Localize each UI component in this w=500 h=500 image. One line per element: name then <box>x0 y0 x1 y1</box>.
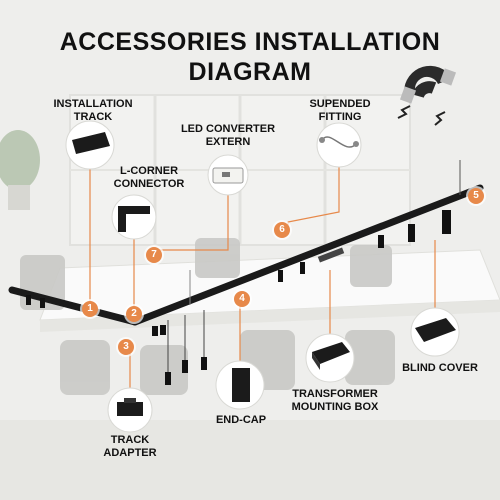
transformer-box-thumbnail <box>305 333 355 383</box>
track-system <box>8 160 484 385</box>
marker-1: 1 <box>82 301 98 317</box>
label-led-converter: LED CONVERTER EXTERN <box>180 123 276 148</box>
office-chairs <box>20 238 395 395</box>
track-thumbnail <box>65 120 115 170</box>
label-suspended-fitting: SUPENDED FITTING <box>309 98 371 123</box>
label-blind-cover: BLIND COVER <box>402 362 478 374</box>
marker-7: 7 <box>146 247 162 263</box>
plant-decoration <box>0 130 40 210</box>
diagram-title-line-1: ACCESSORIES INSTALLATION <box>59 28 441 56</box>
blind-cover-thumbnail <box>410 307 460 357</box>
end-cap-thumbnail <box>215 360 265 410</box>
label-l-corner-connector: L-CORNER CONNECTOR <box>113 165 185 190</box>
suspension-cable-thumbnail <box>316 122 362 168</box>
magnet-icon <box>397 65 457 126</box>
diagram-title-line-2: DIAGRAM <box>188 58 312 86</box>
marker-6: 6 <box>274 222 290 238</box>
label-track-adapter: TRACK ADAPTER <box>103 434 157 459</box>
marker-2: 2 <box>126 306 142 322</box>
marker-5: 5 <box>468 188 484 204</box>
marker-3: 3 <box>118 339 134 355</box>
label-installation-track: INSTALLATION TRACK <box>53 98 133 123</box>
l-corner-thumbnail <box>111 194 157 240</box>
marker-4: 4 <box>234 291 250 307</box>
label-transformer-box: TRANSFORMER MOUNTING BOX <box>291 388 379 413</box>
led-converter-thumbnail <box>207 154 249 196</box>
label-end-cap: END-CAP <box>215 414 267 426</box>
track-adapter-thumbnail <box>107 387 153 433</box>
